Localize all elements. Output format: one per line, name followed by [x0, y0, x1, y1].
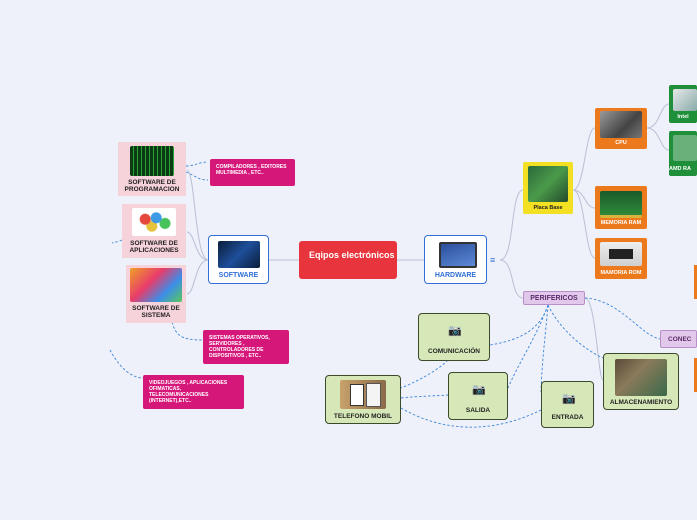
ram-image — [600, 191, 642, 218]
telefono-label: TELEFONO MOBIL — [333, 413, 393, 420]
phone-image — [340, 380, 386, 409]
rom-image — [600, 242, 642, 266]
comunicacion-node[interactable]: 📷 COMUNICACIÓN — [418, 313, 490, 361]
comunicacion-label: COMUNICACIÓN — [428, 348, 480, 355]
cpu-node[interactable]: CPU — [595, 108, 647, 149]
software-label: SOFTWARE — [218, 272, 259, 279]
note-sistemas-text: SISTEMAS OPERATIVOS, SERVIDORES , CONTRO… — [209, 335, 270, 359]
note-sistemas[interactable]: SISTEMAS OPERATIVOS, SERVIDORES , CONTRO… — [203, 330, 289, 364]
software-image — [218, 241, 260, 268]
telefono-node[interactable]: TELEFONO MOBIL — [325, 375, 401, 424]
intel-image — [673, 89, 697, 111]
memoria-ram-node[interactable]: MEMORIA RAM — [595, 186, 647, 229]
conexion-label: CONEC — [668, 336, 692, 343]
amd-image — [673, 135, 697, 161]
cpu-label: CPU — [615, 140, 627, 146]
hardware-label: HARDWARE — [434, 272, 477, 279]
conexion-node[interactable]: CONEC — [660, 330, 697, 348]
entrada-node[interactable]: 📷 ENTRADA — [541, 381, 594, 428]
amd-label: AMD RA — [669, 166, 691, 172]
almacenamiento-label: ALMACENAMIENTO — [609, 399, 673, 406]
memoria-rom-label: MAMORIA ROM — [600, 270, 642, 276]
offscreen-node-top[interactable] — [694, 265, 697, 299]
note-videojuegos-text: VIDEOJUEGOS , APLICACIONES OFIMATICAS, T… — [149, 380, 228, 404]
apps-image — [132, 208, 176, 236]
software-programacion-node[interactable]: SOFTWARE DE PROGRAMACION — [118, 142, 186, 196]
intel-label: Intel — [677, 114, 689, 120]
salida-label: SALIDA — [465, 407, 491, 414]
os-image — [130, 268, 182, 302]
entrada-label: ENTRADA — [551, 414, 584, 421]
perifericos-node[interactable]: PERIFERICOS — [523, 291, 585, 305]
offscreen-node-bottom[interactable] — [694, 358, 697, 392]
software-sistema-node[interactable]: SOFTWARE DE SISTEMA — [126, 265, 186, 323]
note-compiladores[interactable]: COMPILADORES , EDITORES MULTIMEDIA , ETC… — [210, 159, 295, 186]
motherboard-image — [528, 166, 568, 202]
sistema-label: SOFTWARE DE SISTEMA — [132, 305, 180, 320]
camera-icon: 📷 — [562, 393, 576, 405]
camera-icon: 📷 — [448, 325, 462, 337]
note-videojuegos[interactable]: VIDEOJUEGOS , APLICACIONES OFIMATICAS, T… — [143, 375, 244, 409]
aplicaciones-label: SOFTWARE DE APLICACIONES — [129, 240, 179, 255]
amd-node[interactable]: AMD RA — [669, 131, 697, 176]
laptop-image — [439, 242, 477, 268]
storage-image — [615, 359, 667, 396]
software-aplicaciones-node[interactable]: SOFTWARE DE APLICACIONES — [122, 204, 186, 258]
memoria-rom-node[interactable]: MAMORIA ROM — [595, 238, 647, 279]
placa-base-label: Placa Base — [533, 205, 563, 211]
programacion-label: SOFTWARE DE PROGRAMACION — [124, 179, 180, 194]
almacenamiento-node[interactable]: ALMACENAMIENTO — [603, 353, 679, 410]
menu-icon[interactable]: ≡ — [490, 255, 496, 265]
hardware-node[interactable]: HARDWARE — [424, 235, 487, 284]
note-compiladores-text: COMPILADORES , EDITORES MULTIMEDIA , ETC… — [216, 164, 287, 176]
perifericos-label: PERIFERICOS — [530, 295, 578, 302]
intel-node[interactable]: Intel — [669, 85, 697, 123]
salida-node[interactable]: 📷 SALIDA — [448, 372, 508, 420]
cpu-image — [600, 111, 642, 138]
camera-icon: 📷 — [472, 384, 486, 396]
software-node[interactable]: SOFTWARE — [208, 235, 269, 284]
placa-base-node[interactable]: Placa Base — [523, 162, 573, 214]
memoria-ram-label: MEMORIA RAM — [600, 220, 642, 226]
central-topic-label: Eqipos electrónicos — [309, 250, 395, 260]
central-topic[interactable]: Eqipos electrónicos — [299, 241, 397, 279]
code-matrix-image — [130, 146, 174, 176]
